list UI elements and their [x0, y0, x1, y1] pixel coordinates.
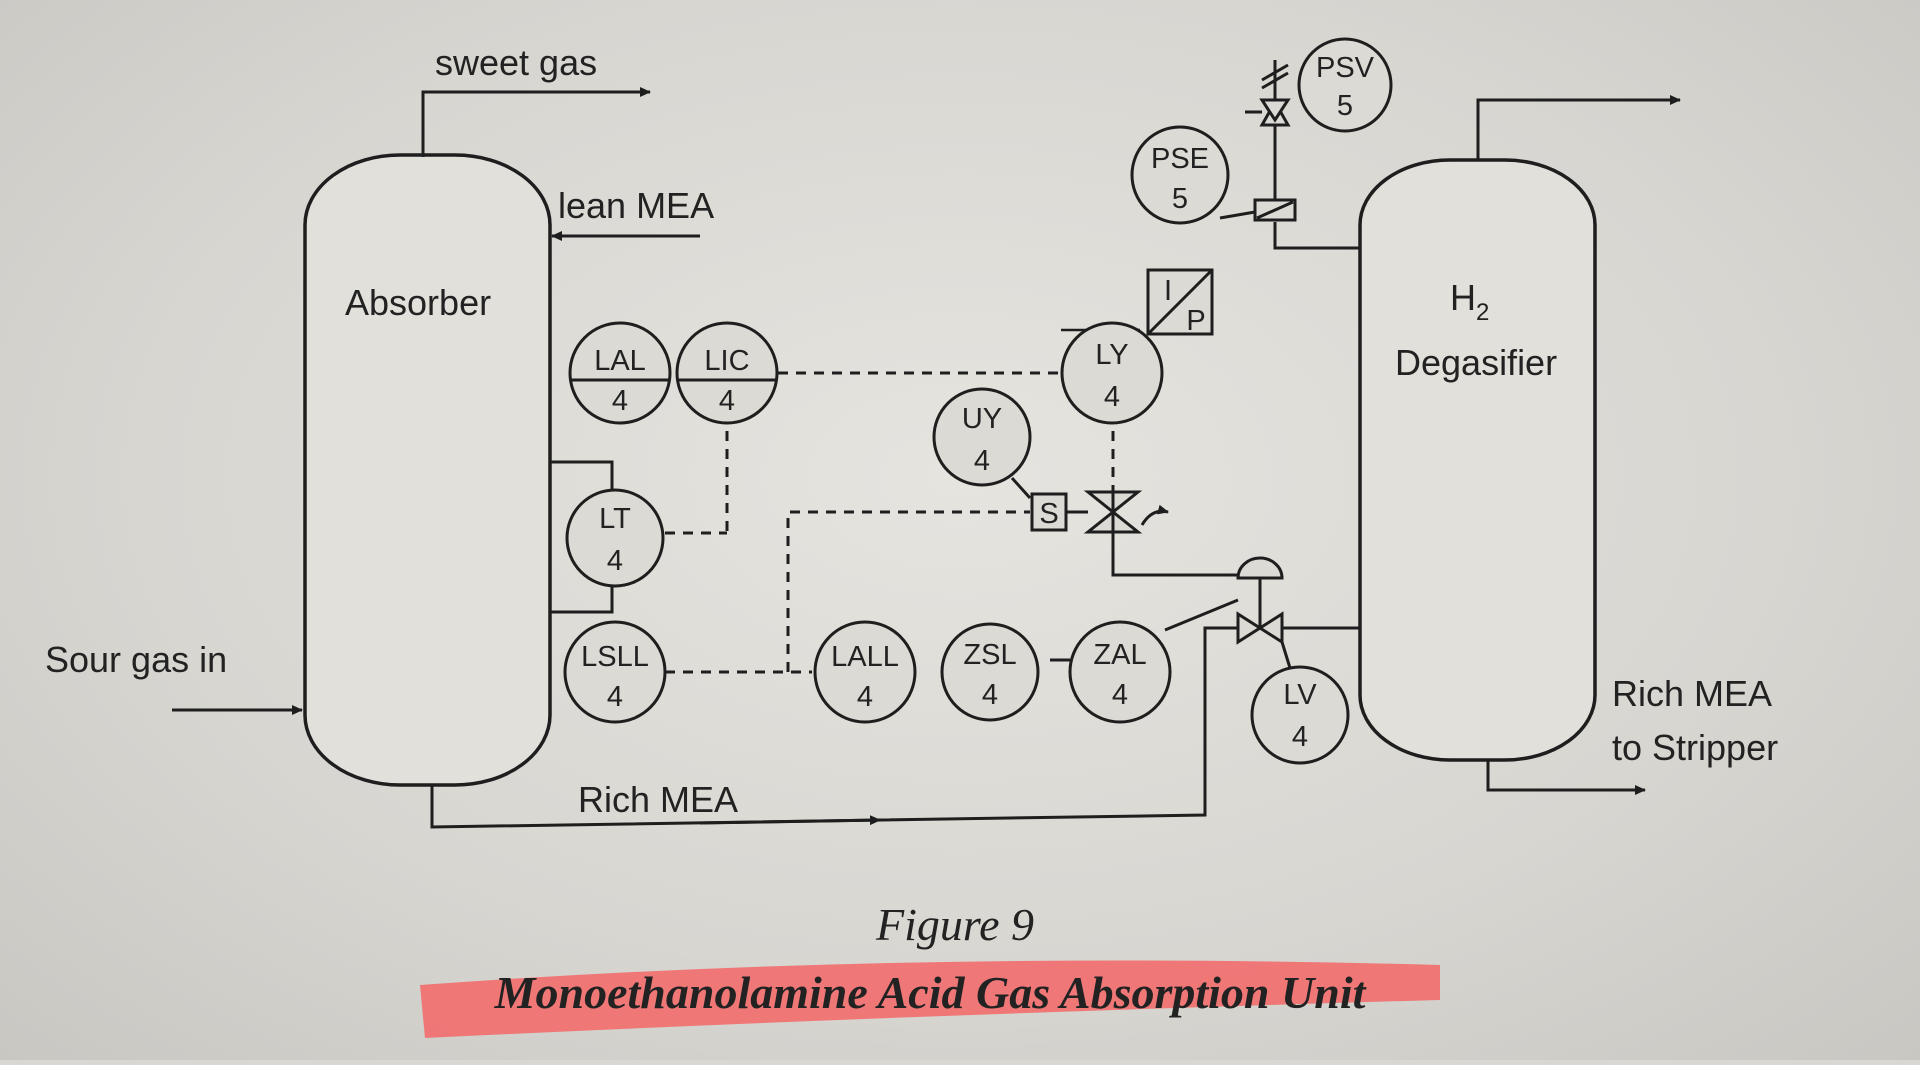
- lic-tag: LIC: [704, 345, 749, 377]
- rich-mea-label: Rich MEA: [578, 779, 738, 820]
- lsll-loop: 4: [607, 681, 623, 713]
- lv-actuator: [1236, 556, 1284, 580]
- zal-tag: ZAL: [1093, 639, 1146, 671]
- lic-loop: 4: [719, 385, 735, 417]
- i-p-label-bottom: P: [1186, 305, 1205, 337]
- lal-tag: LAL: [594, 345, 646, 377]
- zsl-tag: ZSL: [963, 639, 1016, 671]
- to-stripper-line: [1486, 760, 1646, 795]
- solenoid-vent: [1140, 504, 1169, 526]
- pse-tag: PSE: [1151, 143, 1209, 175]
- solenoid-air-line: [1111, 538, 1238, 577]
- lv-loop: 4: [1292, 721, 1308, 753]
- uy-loop: 4: [974, 445, 990, 477]
- pse-instrument: PSE 5: [1130, 125, 1230, 225]
- to-stripper-label-2: to Stripper: [1612, 727, 1778, 768]
- psv-loop: 5: [1337, 90, 1353, 122]
- relief-line: [1273, 222, 1360, 250]
- ly-loop: 4: [1104, 381, 1120, 413]
- uy-tag: UY: [962, 403, 1002, 435]
- zsl-instrument: ZSL 4: [940, 622, 1040, 722]
- lean-mea-label: lean MEA: [558, 185, 714, 226]
- sweet-gas-line: [421, 87, 651, 157]
- psv-tag: PSV: [1316, 52, 1375, 84]
- lt-loop: 4: [607, 545, 623, 577]
- degasifier-label: Degasifier: [1395, 342, 1557, 383]
- figure-title: Monoethanolamine Acid Gas Absorption Uni…: [494, 967, 1367, 1018]
- lt-tag: LT: [599, 503, 631, 535]
- lt-instrument: LT 4: [565, 488, 665, 588]
- sweet-gas-label: sweet gas: [435, 42, 597, 83]
- degasifier-vessel: [1358, 158, 1597, 762]
- solenoid-label: S: [1039, 498, 1058, 530]
- zal-to-valve-link: [1164, 598, 1239, 632]
- lsll-instrument: LSLL 4: [563, 620, 667, 724]
- ly-tag: LY: [1095, 339, 1128, 371]
- psv-instrument: PSV 5: [1297, 37, 1393, 133]
- solenoid: [1030, 492, 1068, 532]
- to-stripper-label-1: Rich MEA: [1612, 673, 1772, 714]
- lv-instrument: LV 4: [1250, 641, 1350, 765]
- lall-instrument: LALL 4: [813, 620, 917, 724]
- uy-instrument: UY 4: [932, 387, 1032, 487]
- zal-loop: 4: [1112, 679, 1128, 711]
- degasifier-formula: H2: [1450, 277, 1489, 326]
- absorber-vessel: [303, 153, 552, 787]
- lt-lower-tap: [550, 584, 614, 614]
- lall-tag: LALL: [831, 641, 899, 673]
- lic-instrument: LIC 4: [675, 321, 779, 425]
- pse-loop: 5: [1172, 183, 1188, 215]
- lv-tag: LV: [1283, 679, 1317, 711]
- absorber-label: Absorber: [345, 282, 491, 323]
- degasifier-vent-line: [1476, 95, 1681, 160]
- ly-instrument: LY 4: [1060, 321, 1164, 425]
- figure-number: Figure 9: [875, 899, 1034, 950]
- i-p-label-top: I: [1164, 275, 1172, 307]
- lall-loop: 4: [857, 681, 873, 713]
- rich-mea-arrow: [699, 815, 881, 826]
- lal-instrument: LAL 4: [568, 321, 672, 425]
- pse-link: [1219, 210, 1256, 220]
- zal-instrument: ZAL 4: [1068, 620, 1172, 724]
- lsll-tag: LSLL: [581, 641, 649, 673]
- lal-loop: 4: [612, 385, 628, 417]
- lt-upper-tap: [550, 460, 614, 492]
- uy-link: [1010, 476, 1032, 500]
- caption-highlight: [420, 960, 1440, 1038]
- rich-mea-line: [430, 626, 1238, 829]
- zsl-loop: 4: [982, 679, 998, 711]
- sour-gas-label: Sour gas in: [45, 639, 227, 680]
